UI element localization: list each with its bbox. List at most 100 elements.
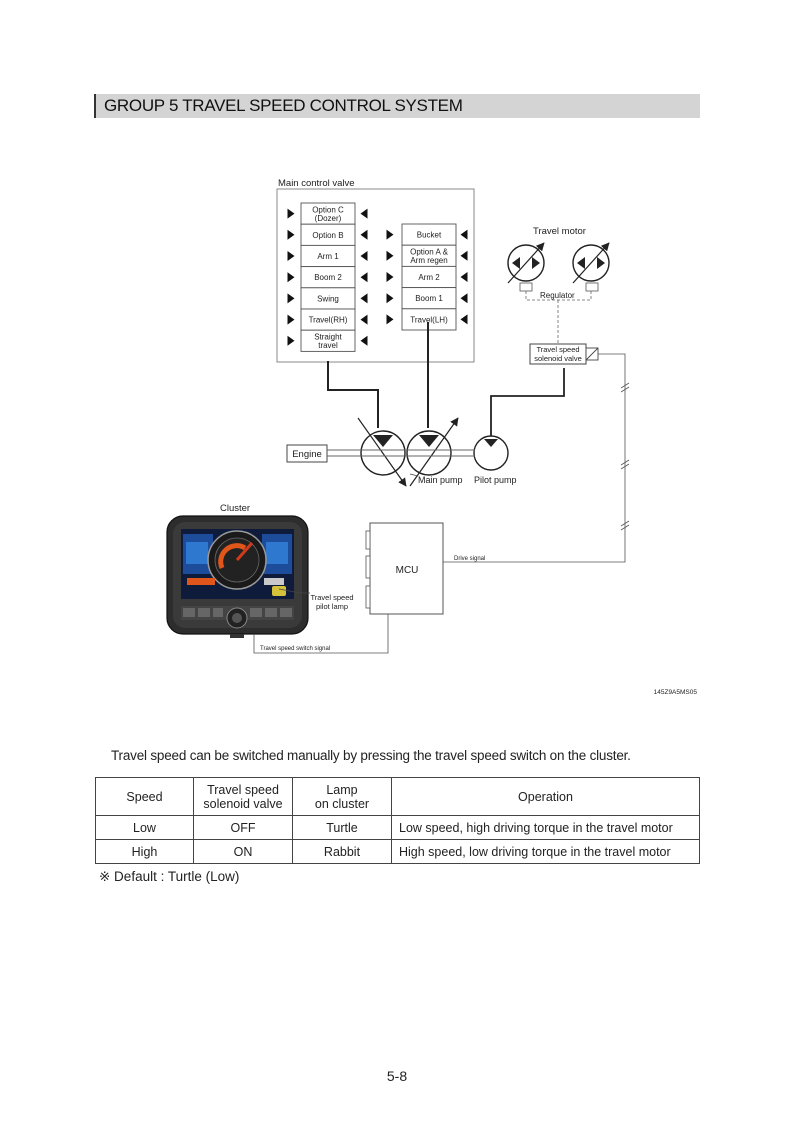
cell-speed: High: [95, 839, 194, 864]
pump-1-arrow: [357, 417, 407, 487]
travel-motor-label: Travel motor: [533, 226, 586, 237]
pump-2-triangle: [419, 435, 439, 447]
right-spool-0: Bucket: [386, 223, 468, 246]
right-spool-4: Travel(LH): [386, 308, 468, 331]
cell-speed: Low: [95, 815, 194, 840]
spool-label: Straight: [314, 333, 342, 342]
header-lamp-line2: on cluster: [314, 796, 370, 811]
pilot-port-icon: [360, 251, 368, 261]
spool-label: Boom 1: [415, 294, 443, 303]
right-spool-3: Boom 1: [386, 287, 468, 310]
cluster-device: [166, 515, 309, 638]
travel-motor-left: [507, 242, 545, 292]
wire-break-1: [620, 382, 630, 393]
intro-text: Travel speed can be switched manually by…: [111, 748, 631, 763]
pilot-port-icon: [287, 208, 295, 219]
header-operation: Operation: [391, 777, 700, 816]
right-spool-1: Option A &Arm regen: [386, 244, 468, 267]
left-spool-2: Arm 1: [287, 244, 368, 268]
engine-box: [286, 444, 328, 463]
left-spool-3: Boom 2: [287, 266, 368, 289]
pilot-port-icon: [287, 293, 295, 304]
left-spool-0: Option C(Dozer): [287, 202, 368, 225]
main-pump-leader: [409, 473, 419, 477]
mcv-frame: [276, 188, 475, 363]
spool-label: travel: [318, 341, 338, 350]
pilot-port-icon: [386, 314, 394, 325]
pilot-pump-label: Pilot pump: [474, 475, 517, 485]
cluster-label: Cluster: [220, 503, 250, 514]
table-row: Low OFF Turtle Low speed, high driving t…: [95, 815, 700, 840]
travel-motor-right: [572, 242, 610, 292]
left-spool-5: Travel(RH): [287, 308, 368, 331]
solenoid-wire: [443, 353, 626, 563]
pilot-line: [490, 368, 565, 436]
mcv-title: Main control valve: [278, 178, 355, 189]
pilot-port-icon: [386, 293, 394, 304]
pilot-port-icon: [360, 208, 368, 219]
spool-label: Option B: [312, 231, 343, 240]
pilot-port-icon: [287, 272, 295, 283]
cell-operation: Low speed, high driving torque in the tr…: [391, 815, 700, 840]
default-note: ※ Default : Turtle (Low): [99, 869, 240, 884]
section-header: GROUP 5 TRAVEL SPEED CONTROL SYSTEM: [94, 94, 700, 118]
right-spool-2: Arm 2: [386, 265, 468, 289]
header-solenoid-line2: solenoid valve: [203, 796, 283, 811]
solenoid-label-2: solenoid valve: [534, 354, 582, 363]
left-spool-4: Swing: [287, 287, 368, 310]
left-spool-stack: Option C(Dozer) Option B Arm 1 Boom 2 SwingT…: [287, 202, 368, 352]
solenoid-coil-slash: [585, 347, 599, 361]
spool-label: (Dozer): [315, 214, 342, 223]
switch-signal-label: Travel speed switch signal: [260, 646, 330, 652]
header-operation-text: Operation: [518, 789, 573, 804]
spool-label: Option A &: [410, 248, 448, 257]
mcu-label: MCU: [396, 565, 419, 576]
pilot-port-icon: [360, 272, 368, 283]
spool-label: Arm 2: [418, 273, 440, 282]
pilot-port-icon: [386, 250, 394, 261]
spool-label: Arm regen: [410, 256, 447, 265]
pilot-lamp-label-1: Travel speed: [310, 593, 353, 602]
spool-label: Option C: [312, 205, 344, 214]
spool-label: Bucket: [417, 231, 442, 240]
wire-break-2: [620, 459, 630, 470]
spool-label: Swing: [317, 294, 339, 303]
pump-2-arrow: [409, 417, 459, 487]
section-title: GROUP 5 TRAVEL SPEED CONTROL SYSTEM: [104, 96, 463, 115]
pilot-port-icon: [460, 272, 468, 282]
cell-lamp: Turtle: [292, 815, 392, 840]
pilot-port-icon: [386, 272, 394, 282]
pilot-port-icon: [460, 314, 468, 325]
pilot-lamp-label-2: pilot lamp: [316, 602, 348, 611]
pilot-port-icon: [287, 335, 295, 346]
header-speed: Speed: [95, 777, 194, 816]
pilot-port-icon: [460, 293, 468, 304]
spool-label: Travel(LH): [410, 315, 448, 324]
cell-operation: High speed, low driving torque in the tr…: [391, 839, 700, 864]
table-row: High ON Rabbit High speed, low driving t…: [95, 839, 700, 864]
cell-lamp: Rabbit: [292, 839, 392, 864]
mcu-box: [369, 522, 444, 615]
pilot-port-icon: [460, 229, 468, 240]
spool-label: Boom 2: [314, 273, 342, 282]
solenoid-label-1: Travel speed: [536, 345, 579, 354]
cell-solenoid: OFF: [193, 815, 293, 840]
spool-label: Arm 1: [317, 252, 339, 261]
main-pump-2: [406, 430, 452, 476]
pilot-port-icon: [360, 314, 368, 325]
pilot-port-icon: [287, 314, 295, 325]
spool-label: Travel(RH): [309, 316, 348, 325]
drive-signal-label: Drive signal: [454, 556, 485, 562]
main-pump-label: Main pump: [418, 475, 463, 485]
pilot-port-icon: [360, 229, 368, 240]
regulator-label: Regulator: [540, 291, 575, 300]
figure-id: 145Z9A5MS05: [654, 689, 698, 696]
page-number: 5-8: [386, 1068, 408, 1084]
left-spool-1: Option B: [287, 223, 368, 246]
mcu-connector-1: [365, 530, 371, 550]
